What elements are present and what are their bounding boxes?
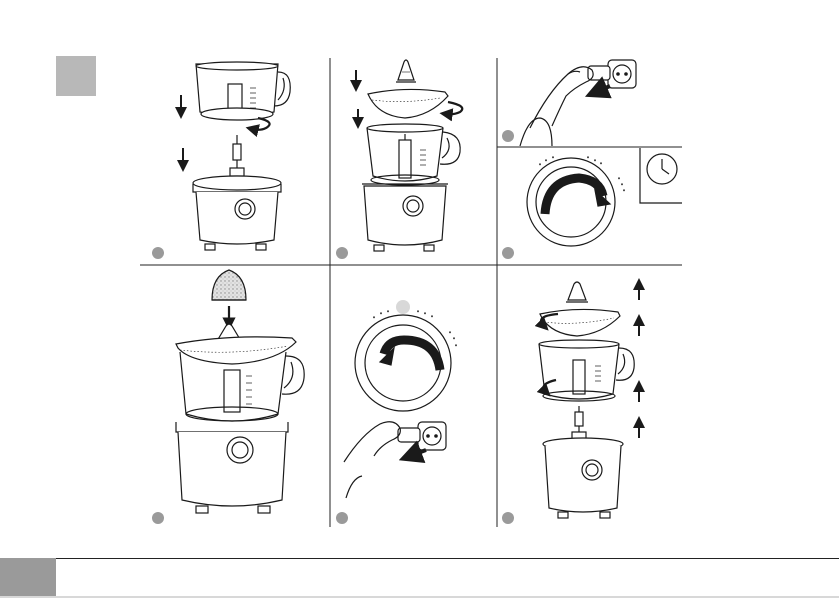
footer-rule — [56, 558, 839, 559]
panel-5-switch-off-unplug — [336, 300, 456, 524]
step-badge-1 — [152, 247, 164, 259]
step-badge-5 — [152, 512, 164, 524]
footer-page-tab — [0, 558, 56, 598]
step-badge-4 — [502, 247, 514, 259]
step-badge-6 — [336, 512, 348, 524]
panel-4-press-lemon — [152, 270, 304, 524]
panel-2-fit-juicer — [336, 60, 462, 259]
panel-6-disassemble — [502, 282, 639, 524]
step-badge-7 — [502, 512, 514, 524]
step-badge-2 — [336, 247, 348, 259]
step-badge-3 — [502, 130, 514, 142]
panel-1-attach-bowl-and-shaft — [152, 62, 290, 259]
panel-3-plug-in — [502, 60, 682, 259]
